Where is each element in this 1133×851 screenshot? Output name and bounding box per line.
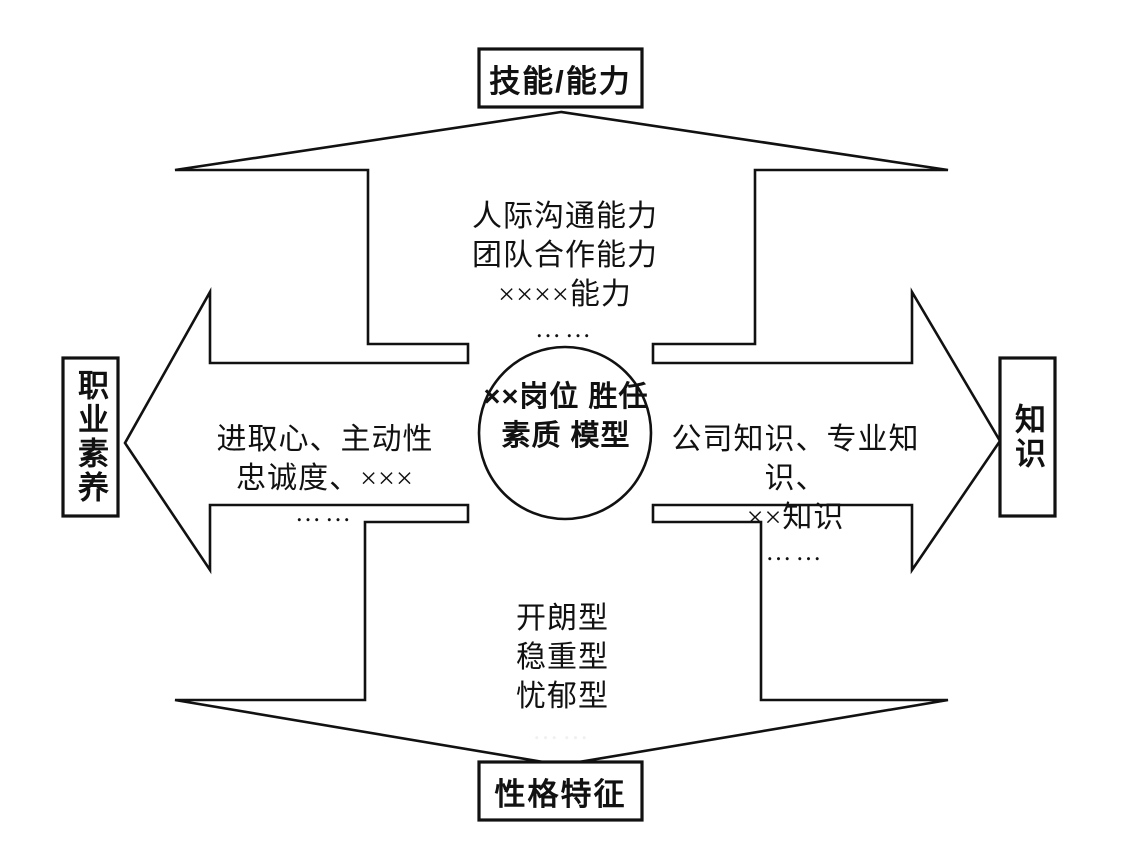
label-box-bottom xyxy=(477,760,644,822)
ellipsis-personality: …… xyxy=(532,716,593,745)
arm-items-professionalism: 进取心、主动性 忠诚度、××× xyxy=(216,423,434,495)
endpoint-label-professionalism-text: 职业素养 xyxy=(73,369,108,505)
arm-text-personality: 开朗型 稳重型 忧郁型 …… xyxy=(435,560,690,785)
endpoint-label-skills: 技能/能力 xyxy=(479,49,642,107)
endpoint-label-personality-text: 性格特征 xyxy=(494,776,627,812)
arm-items-knowledge: 公司知识、专业知识、 ××知识 xyxy=(671,423,920,534)
arm-text-skills: 人际沟通能力 团队合作能力 ××××能力 …… xyxy=(400,158,730,383)
ellipsis-skills: …… xyxy=(535,314,595,343)
endpoint-label-personality: 性格特征 xyxy=(479,762,642,820)
label-box-right xyxy=(998,356,1057,518)
endpoint-label-skills-text: 技能/能力 xyxy=(489,63,632,99)
arm-items-personality: 开朗型 稳重型 忧郁型 xyxy=(516,602,609,713)
center-circle-label: ××岗位 胜任素质 模型 xyxy=(483,381,649,452)
center-circle xyxy=(477,345,653,521)
endpoint-label-professionalism: 职业素养 xyxy=(63,358,118,516)
arm-items-skills: 人际沟通能力 团队合作能力 ××××能力 xyxy=(472,200,658,311)
endpoint-label-knowledge-text: 知识 xyxy=(1010,403,1045,471)
label-box-top xyxy=(477,47,644,109)
label-box-left xyxy=(61,356,120,518)
ellipsis-knowledge: …… xyxy=(765,537,826,566)
ellipsis-professionalism: …… xyxy=(295,498,355,527)
arm-text-knowledge: 公司知识、专业知识、 ××知识 …… xyxy=(648,381,943,606)
endpoint-label-knowledge: 知识 xyxy=(1000,358,1055,516)
arm-text-professionalism: 进取心、主动性 忠诚度、××× …… xyxy=(180,381,470,567)
